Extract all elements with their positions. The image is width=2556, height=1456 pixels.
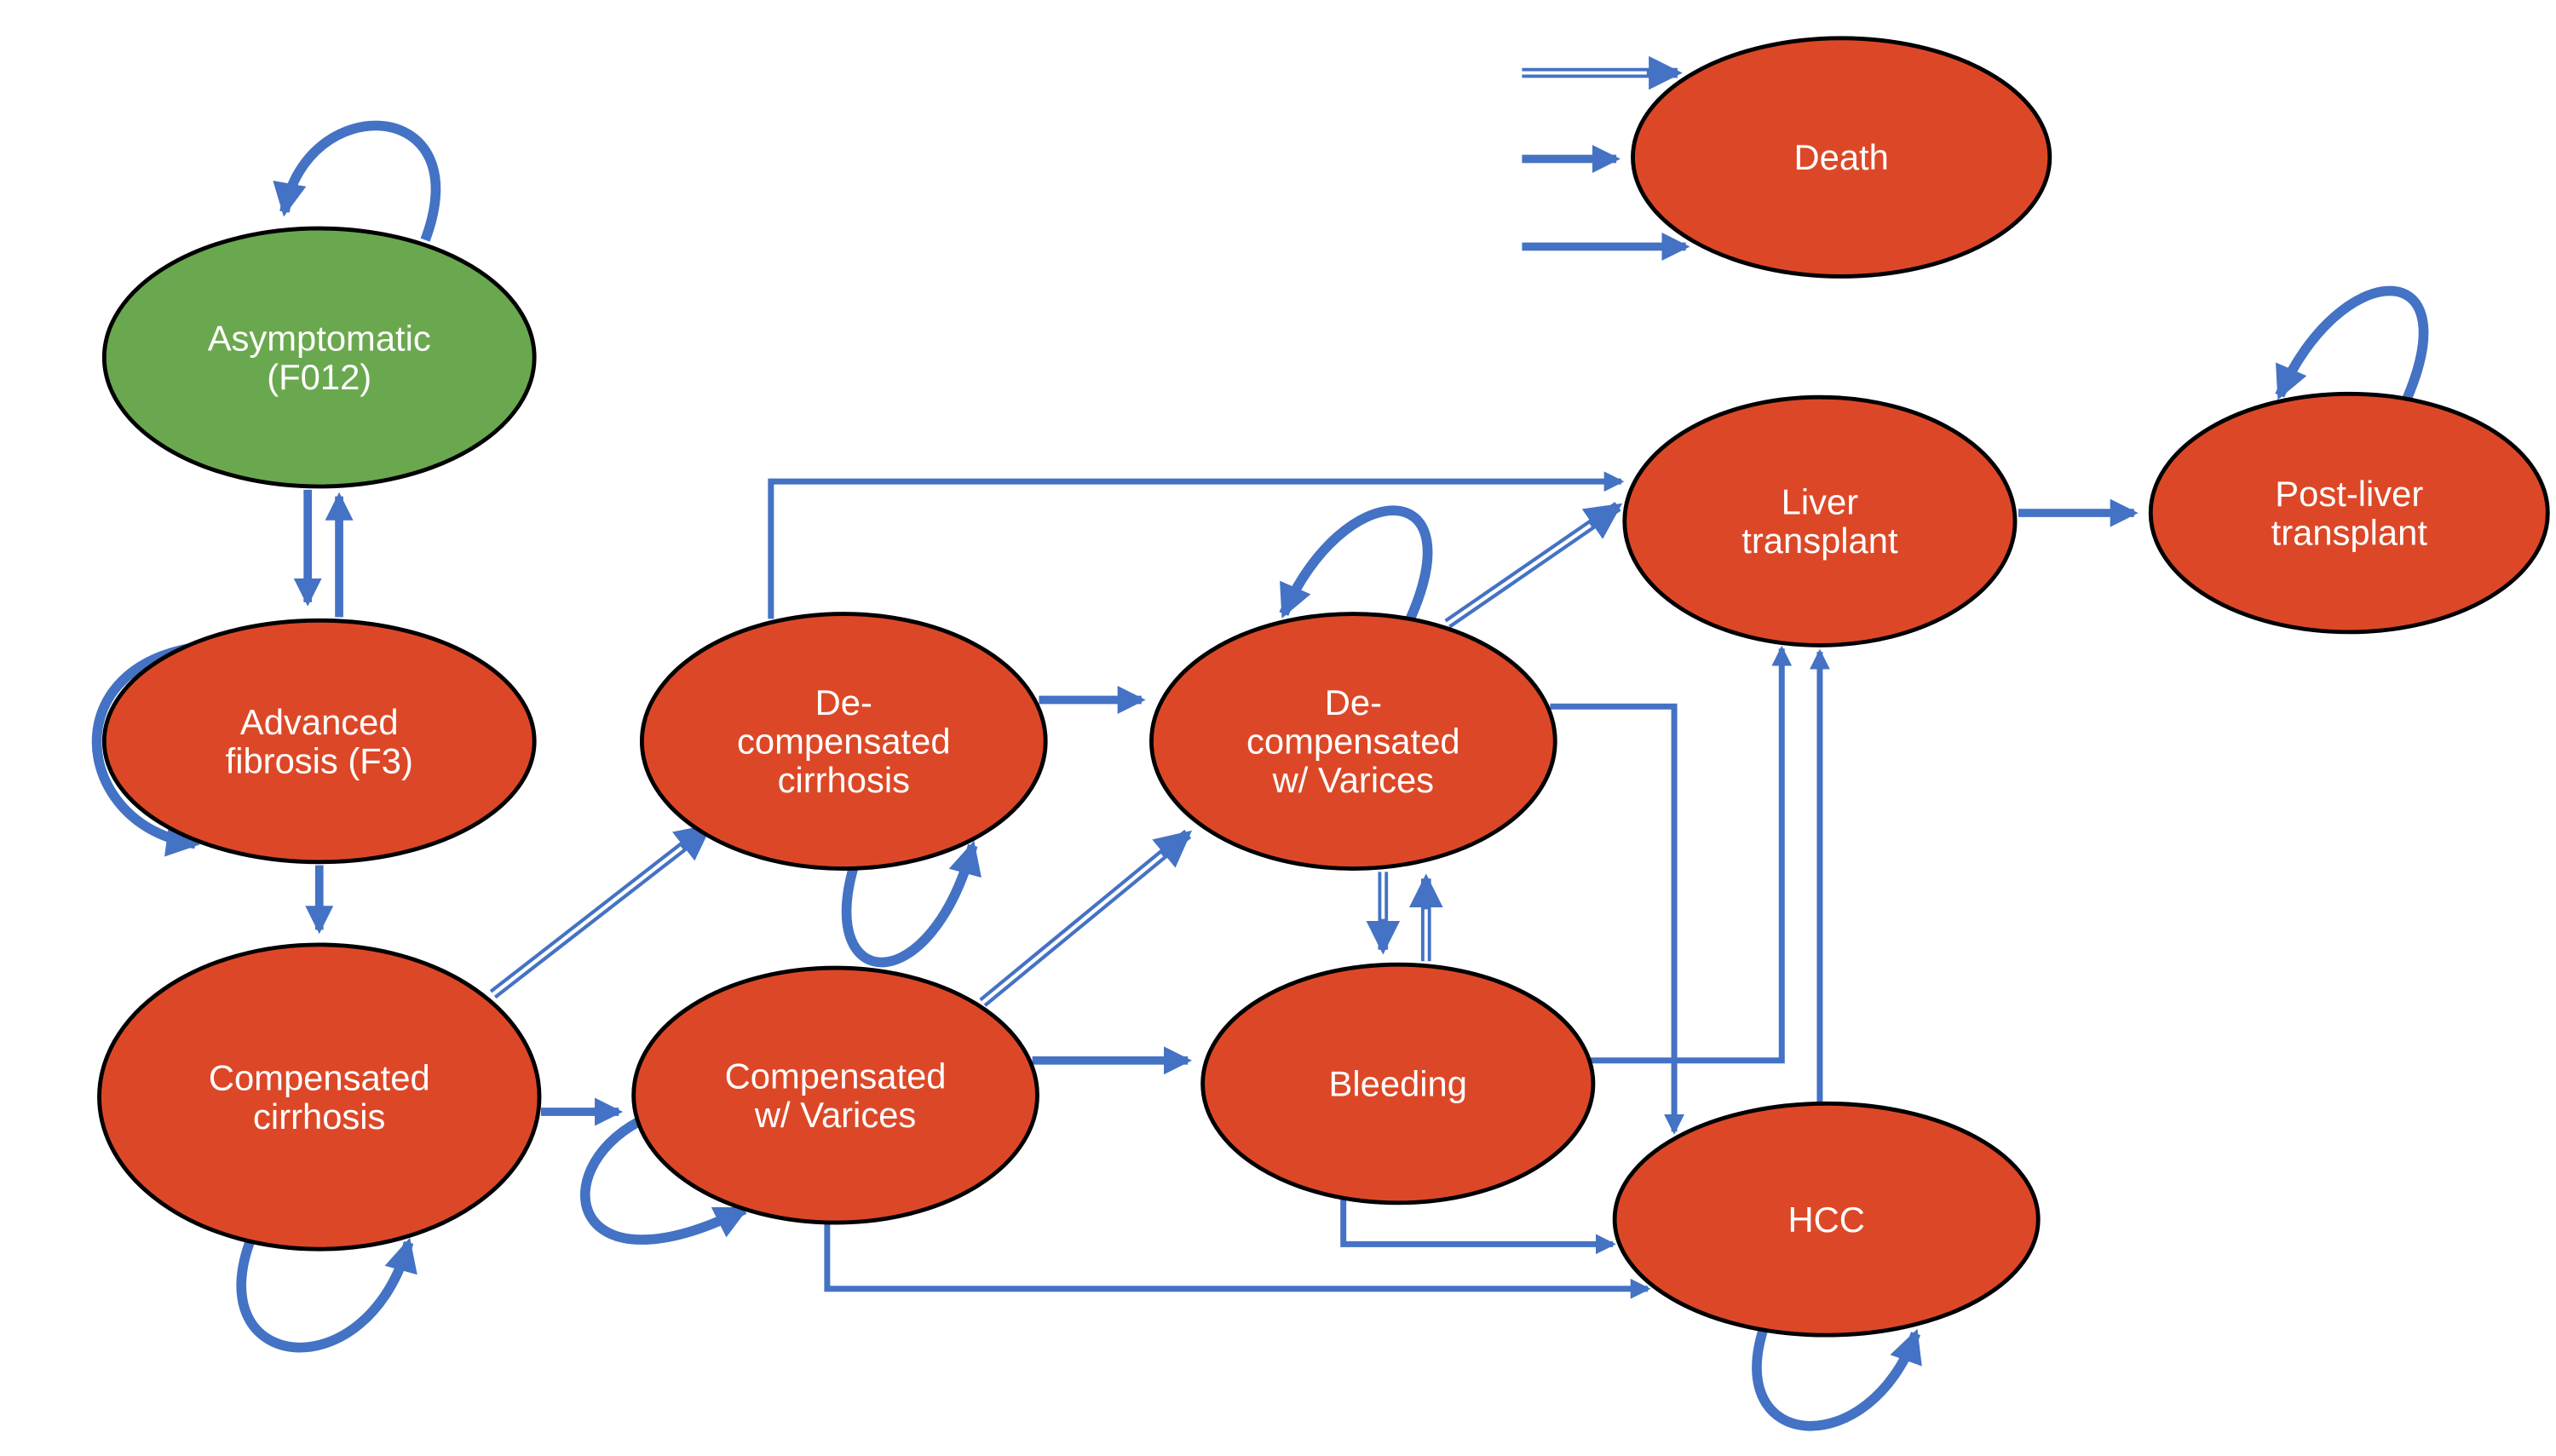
edge-self-loop-decompensated-varices	[1279, 505, 1433, 623]
edge-bleeding-to-hcc	[1340, 1197, 1616, 1255]
node-death: Death	[1631, 36, 2052, 279]
edge-self-loop-hcc	[1752, 1327, 1922, 1431]
state-ellipse-asymptomatic	[101, 226, 537, 489]
state-ellipse-decompensated-varices	[1149, 612, 1557, 871]
edge-self-loop-asymptomatic	[273, 120, 441, 242]
edge-compensated-cirrhosis-to-decompensated-cirrhosis	[489, 823, 713, 999]
arrow-line	[1279, 505, 1433, 623]
arrow-line	[1550, 703, 1684, 1135]
arrow-line	[841, 840, 982, 968]
arrow-line	[580, 1117, 749, 1245]
state-ellipse-compensated-varices	[631, 965, 1039, 1225]
arrow-line	[1590, 645, 1793, 1064]
arrow-line	[1340, 1197, 1616, 1255]
arrow-core	[1446, 523, 1592, 625]
state-ellipse-compensated-cirrhosis	[97, 942, 542, 1252]
arrow-line	[236, 1235, 417, 1353]
arrow-core	[982, 853, 1164, 1004]
edge-self-loop-post-liver-transplant	[2275, 285, 2429, 405]
node-asymptomatic: Asymptomatic(F012)	[101, 226, 537, 489]
edge-bleeding-to-liver-transplant	[1590, 645, 1793, 1064]
edge-decompensated-cirrhosis-to-liver-transplant	[768, 471, 1625, 619]
state-ellipse-decompensated-cirrhosis	[639, 612, 1048, 871]
edge-self-loop-compensated-varices	[580, 1117, 749, 1245]
edge-self-loop-advanced-fibrosis	[91, 640, 213, 857]
arrow-line	[273, 120, 441, 242]
edge-decompensated-varices-to-liver-transplant	[1444, 502, 1623, 629]
edge-compensated-varices-to-decompensated-varices	[979, 829, 1193, 1007]
node-hcc: HCC	[1612, 1101, 2041, 1338]
state-ellipse-post-liver-transplant	[2148, 391, 2550, 635]
arrow-line	[768, 471, 1625, 619]
arrow-line	[1752, 1327, 1922, 1431]
arrow-line	[824, 1224, 1651, 1299]
edge-self-loop-decompensated-cirrhosis	[841, 840, 982, 968]
arrow-line	[2275, 285, 2429, 405]
state-ellipse-hcc	[1612, 1101, 2041, 1338]
state-ellipse-liver-transplant	[1622, 394, 2018, 647]
edge-layer	[91, 55, 2429, 1431]
state-ellipse-death	[1631, 36, 2052, 279]
arrow-core	[492, 846, 683, 996]
edge-compensated-varices-to-hcc	[824, 1224, 1651, 1299]
state-ellipse-bleeding	[1200, 962, 1596, 1206]
edge-decompensated-varices-to-hcc	[1550, 703, 1684, 1135]
node-bleeding: Bleeding	[1200, 962, 1596, 1206]
edge-self-loop-compensated-cirrhosis	[236, 1235, 417, 1353]
arrow-line	[91, 640, 213, 857]
state-ellipse-advanced-fibrosis	[101, 618, 537, 865]
